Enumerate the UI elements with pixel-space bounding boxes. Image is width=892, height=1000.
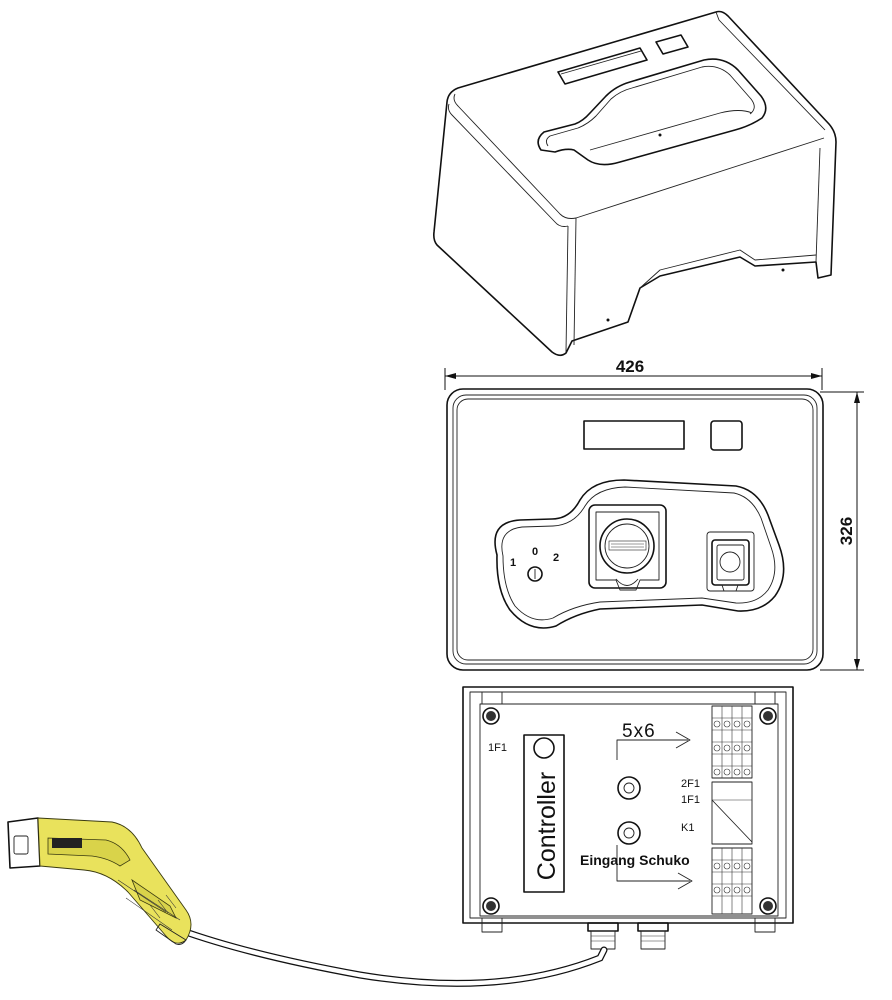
front-button-window [710, 420, 743, 451]
terminal-block-top [711, 705, 753, 779]
control-cabinet-view: 1F1 Controller 5x6 Eingang Schuko 2F1 1F… [462, 686, 794, 950]
iso-button-window [655, 34, 689, 55]
switch-pos-2: 2 [553, 552, 559, 564]
front-display-window [583, 420, 685, 450]
cable-gland-icon [617, 821, 641, 845]
cable-arrow-top: 5x6 [616, 721, 691, 760]
fuse-label-1f1: 1F1 [681, 794, 700, 806]
fuse-label-2f1: 2F1 [681, 778, 700, 790]
contactor-block [711, 781, 753, 845]
height-label: 326 [837, 517, 856, 545]
iso-display-window [557, 47, 648, 85]
width-label: 426 [616, 357, 644, 376]
corner-screw-icon [482, 707, 777, 915]
key-switch: 1 0 2 [510, 546, 559, 582]
front-socket-recess [494, 479, 785, 629]
terminal-block-bottom [711, 847, 753, 915]
input-arrow: Eingang Schuko [580, 845, 693, 890]
height-dimension: 326 [820, 391, 864, 671]
charging-cable [176, 926, 608, 987]
controller-label: Controller [533, 772, 561, 880]
schuko-socket-icon [706, 531, 755, 592]
iso-handle-cutout [537, 58, 767, 166]
width-dimension: 426 [444, 357, 823, 390]
front-panel-view: 1 0 2 [446, 388, 824, 671]
contactor-label: K1 [681, 822, 694, 834]
type2-socket-icon [588, 504, 667, 591]
input-label: Eingang Schuko [580, 852, 690, 868]
type2-plug-icon [7, 817, 192, 945]
cable-gland-icon [617, 776, 641, 800]
isometric-housing-view [433, 10, 837, 357]
fuse-label-left: 1F1 [488, 742, 507, 754]
controller-module: Controller [523, 734, 565, 893]
cable-spec-label: 5x6 [622, 721, 656, 742]
switch-pos-0: 0 [532, 546, 538, 558]
switch-pos-1: 1 [510, 557, 516, 569]
bottom-cable-glands [587, 922, 669, 950]
